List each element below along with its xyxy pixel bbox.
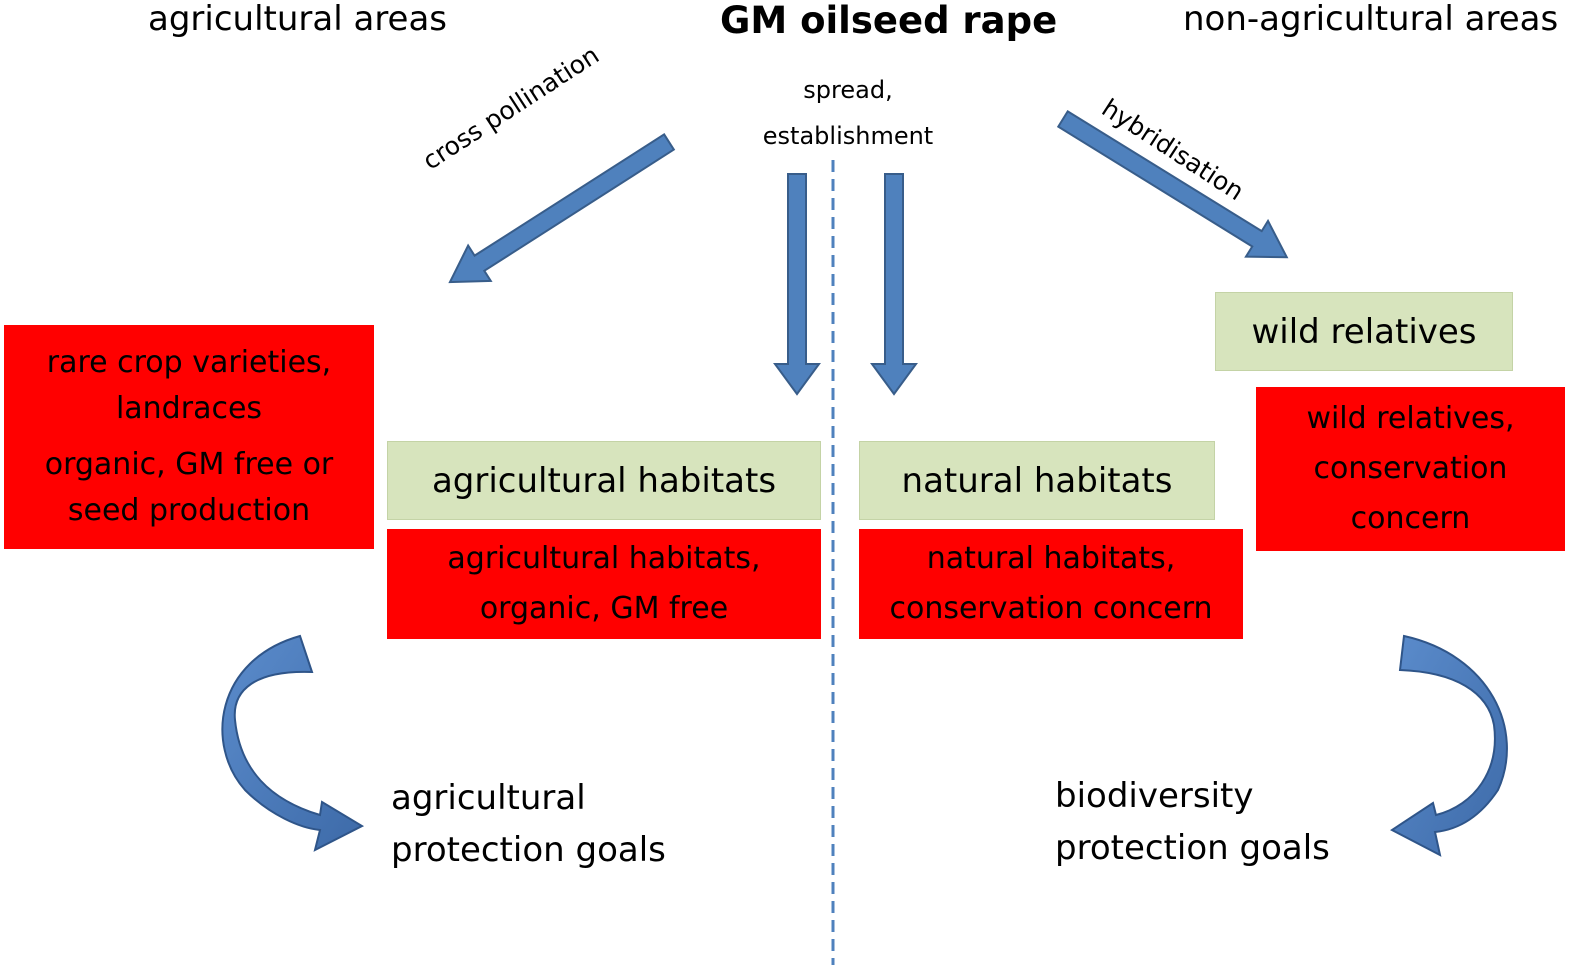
diagram-title: GM oilseed rape — [720, 0, 1058, 42]
natural-habitats-box: natural habitats — [859, 441, 1215, 520]
wild-relatives-concern-box: wild relatives, conservation concern — [1256, 387, 1565, 551]
spread-down-arrow-right — [870, 173, 918, 396]
spread-establishment-label: spread, establishment — [762, 76, 934, 150]
wild-relatives-box: wild relatives — [1215, 292, 1513, 371]
rare-crop-varieties-box: rare crop varieties, landraces organic, … — [4, 325, 374, 549]
hybridisation-arrow — [1056, 109, 1289, 259]
natural-habitats-concern-box: natural habitats, conservation concern — [859, 529, 1243, 639]
agricultural-areas-label: agricultural areas — [148, 0, 448, 39]
right-curved-arrow — [1390, 634, 1508, 857]
spread-down-arrow-left — [773, 173, 821, 396]
agricultural-habitats-box: agricultural habitats — [387, 441, 821, 520]
agricultural-protection-goals-label: agricultural protection goals — [391, 778, 666, 870]
biodiversity-protection-goals-label: biodiversity protection goals — [1055, 776, 1330, 868]
agricultural-habitats-concern-box: agricultural habitats, organic, GM free — [387, 529, 821, 639]
cross-pollination-arrow — [448, 133, 676, 284]
left-curved-arrow — [221, 634, 365, 852]
non-agricultural-areas-label: non-agricultural areas — [1183, 0, 1559, 39]
